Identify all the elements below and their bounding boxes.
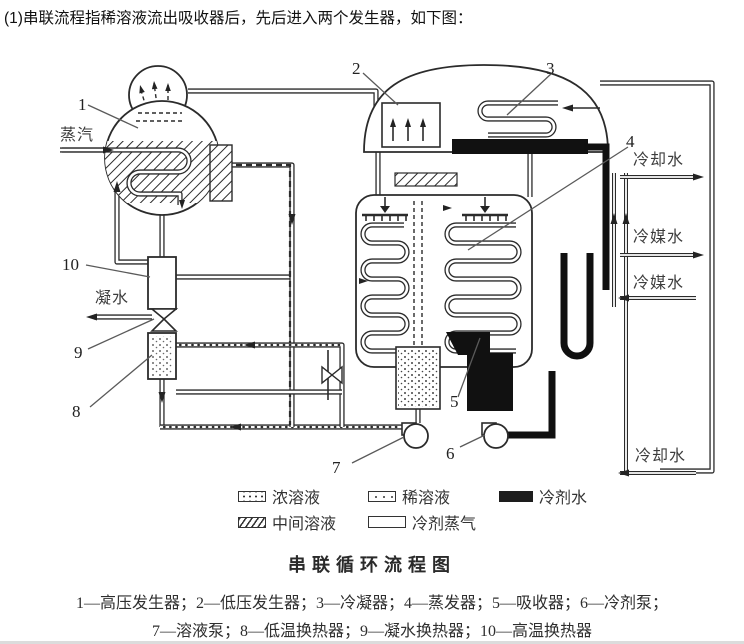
legend-item-concentrated-solution: 浓溶液 [238,484,320,508]
marker-3: 3 [546,59,555,78]
component-3-condenser-coil [477,100,558,138]
marker-5: 5 [450,392,459,411]
cooling-water-out-label: 冷却水 [633,152,685,169]
component-8-low-temp-heat-exchanger [147,332,177,380]
marker-9: 9 [74,343,83,362]
marker-4: 4 [626,132,635,151]
generator-solution-box [209,144,233,202]
component-10-high-temp-heat-exchanger [147,256,177,310]
component-4-5-main-vessel [355,194,533,411]
marker-10: 10 [62,255,79,274]
component-9-condensate-heat-exchanger [149,308,179,332]
evaporator-coil [360,222,410,354]
legend-label: 冷剂水 [539,490,588,507]
refrigerant-water-pipes [508,143,610,439]
component-7-solution-pump [401,422,429,449]
marker-2: 2 [352,59,361,78]
legend-swatch-hatched [238,516,266,528]
component-1-high-pressure-generator [62,65,233,216]
legend-item-dilute-solution: 稀溶液 [368,484,450,508]
legend-label: 稀溶液 [402,490,451,507]
legend-swatch-dotted [238,490,266,502]
legend-label: 浓溶液 [272,490,321,507]
marker-7: 7 [332,458,341,477]
legend-swatch-empty [368,516,406,528]
refrigerant-water-in-label: 冷媒水 [633,275,685,292]
marker-1: 1 [78,95,87,114]
legend-item-intermediate-solution: 中间溶液 [238,510,336,534]
legend-item-refrigerant-water: 冷剂水 [499,484,587,508]
pipe-network [60,80,715,475]
intermediate-solution-tray [394,172,458,187]
legend-swatch-black [499,490,533,502]
legend-label: 中间溶液 [272,516,337,533]
flow-arrows [86,104,704,477]
component-2-3-dome [363,64,609,187]
refrigerant-water-tray [452,139,588,154]
figure-title: 串联循环流程图 [288,555,456,575]
steam-in-label: 蒸汽 [60,127,95,144]
flow-diagram-figure: 1 2 3 4 5 6 7 8 9 10 蒸汽 凝水 冷却水 冷媒水 冷媒水 冷… [60,55,744,485]
solution-valve [321,365,343,385]
refrigerant-water-pool [446,332,513,411]
figure-caption-line1: 1—高压发生器；2—低压发生器；3—冷凝器；4—蒸发器；5—吸收器；6—冷剂泵； [75,595,668,612]
dilute-solution-sump [395,346,441,410]
legend-label: 冷剂蒸气 [412,516,477,533]
legend-swatch-sparse-dotted [368,490,396,502]
bottom-divider [0,641,744,644]
absorber-coil [444,222,522,354]
figure-caption-line2: 7—溶液泵；8—低温换热器；9—凝水换热器；10—高温换热器 [151,623,592,640]
marker-leader-lines [85,72,629,464]
component-6-refrigerant-pump [481,422,509,449]
spray-header-left [362,197,408,221]
cooling-water-in-label: 冷却水 [635,448,687,465]
flow-diagram-svg [60,64,715,477]
refrigerant-water-out-label: 冷媒水 [633,229,685,246]
marker-6: 6 [446,444,455,463]
intro-text: (1)串联流程指稀溶液流出吸收器后，先后进入两个发生器，如下图： [4,10,473,27]
condensate-out-label: 凝水 [95,290,130,307]
legend-item-refrigerant-vapor: 冷剂蒸气 [368,510,476,534]
spray-header-right [462,197,508,221]
marker-8: 8 [72,402,81,421]
